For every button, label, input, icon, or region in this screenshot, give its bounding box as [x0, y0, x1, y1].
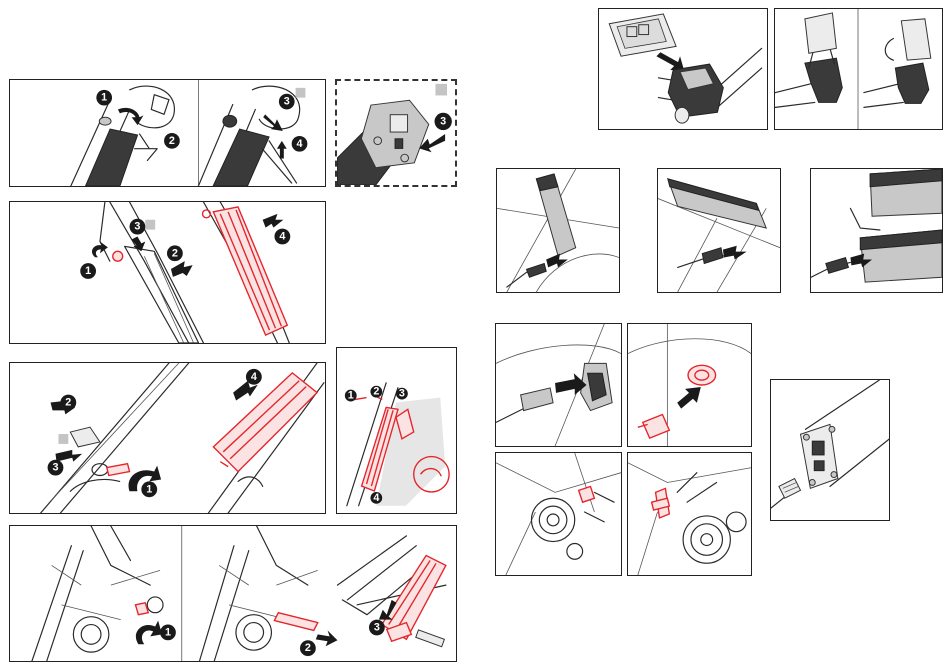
grey-marker	[435, 84, 447, 96]
step-badge-4: 4	[274, 229, 290, 245]
arrow-icon	[546, 254, 568, 268]
step-badge-3: 3	[369, 620, 385, 636]
step-badge-3: 3	[396, 388, 408, 400]
panel-motor-charge-port-b	[627, 452, 752, 576]
step-badge-2: 2	[370, 386, 382, 398]
step-badge-1: 1	[96, 90, 112, 106]
motor-port-b-illustration	[628, 453, 751, 575]
charge-rack-battery-illustration	[658, 169, 780, 292]
charge-port-highlight	[579, 486, 595, 502]
svg-text:3: 3	[134, 221, 140, 233]
step-badge-4: 4	[246, 369, 262, 385]
panel-rear-battery-detail: 1 2 3 4	[336, 347, 457, 514]
arrow-icon	[677, 387, 701, 409]
panel-battery-direct-charge	[770, 379, 890, 521]
grey-marker	[296, 88, 306, 98]
integrated-battery-illustration: 2 3 1 4	[10, 363, 325, 513]
step-badge-3: 3	[48, 460, 64, 476]
svg-text:3: 3	[284, 96, 290, 108]
panel-charge-frame-battery	[496, 168, 620, 293]
plug-icon	[826, 258, 849, 274]
grey-marker	[145, 220, 155, 230]
frame-battery-illustration: 1 2 3 4	[10, 202, 325, 343]
panel-charge-dual-battery	[810, 168, 943, 293]
step-badge-2: 2	[167, 245, 183, 261]
arrow-icon	[316, 630, 338, 646]
panel-charge-socket-grey	[495, 323, 622, 447]
svg-text:2: 2	[305, 642, 311, 654]
svg-text:3: 3	[374, 621, 380, 633]
step-badge-2: 2	[164, 133, 180, 149]
rear-battery-illustration: 1 2 3 4	[337, 348, 456, 513]
plug-icon	[643, 415, 670, 439]
panel-motor-battery-removal: 1 2 3	[9, 525, 457, 662]
key-icon	[99, 117, 111, 125]
svg-text:1: 1	[348, 390, 354, 402]
display-tilt-illustration	[775, 9, 942, 129]
svg-text:1: 1	[101, 92, 107, 104]
svg-text:1: 1	[146, 483, 152, 495]
step-badge-1: 1	[160, 625, 176, 641]
svg-text:2: 2	[172, 247, 178, 259]
rotate-icon	[136, 621, 162, 645]
svg-text:1: 1	[85, 265, 91, 277]
step-badge-3: 3	[130, 219, 146, 235]
panel-mount-holder-detail: 3	[335, 79, 457, 187]
svg-text:3: 3	[399, 388, 405, 400]
battery-highlight	[274, 613, 317, 631]
svg-text:4: 4	[251, 371, 257, 383]
svg-text:4: 4	[279, 231, 285, 243]
svg-text:3: 3	[52, 462, 58, 474]
svg-text:4: 4	[297, 138, 303, 150]
panel-display-tilt	[774, 8, 943, 130]
step-badge-2: 2	[300, 640, 316, 656]
battery-removal-illustration: 1 2 3 4	[10, 80, 325, 186]
plug-icon	[779, 479, 801, 499]
motor-port-illustration	[496, 453, 621, 575]
charge-frame-battery-illustration	[497, 169, 619, 292]
svg-text:2: 2	[169, 135, 175, 147]
panel-charge-rack-battery	[657, 168, 781, 293]
step-badge-1: 1	[141, 481, 157, 497]
panel-display-holder	[598, 8, 768, 130]
step-badge-4: 4	[370, 492, 382, 504]
display-holder-illustration	[599, 9, 767, 129]
arrow-icon	[171, 261, 193, 277]
step-badge-1: 1	[80, 263, 96, 279]
step-badge-3: 3	[435, 113, 452, 130]
svg-text:4: 4	[373, 492, 379, 504]
svg-text:2: 2	[65, 396, 71, 408]
motor-battery-illustration: 1 2 3	[10, 526, 456, 661]
step-badge-4: 4	[292, 136, 308, 152]
rotate-icon	[118, 108, 144, 125]
rotate-icon	[92, 241, 108, 257]
battery-direct-charge-illustration	[771, 380, 889, 520]
svg-text:1: 1	[165, 626, 171, 638]
svg-text:3: 3	[440, 115, 446, 127]
battery-highlight	[213, 207, 287, 335]
panel-remove-battery-downtube: 1 2 3 4	[9, 79, 326, 187]
panel-integrated-battery-removal: 2 3 1 4	[9, 362, 326, 514]
step-badge-3: 3	[279, 94, 295, 110]
panel-motor-charge-port-a	[495, 452, 622, 576]
holder-detail-illustration: 3	[337, 81, 455, 185]
charge-socket-red-illustration	[628, 324, 751, 446]
charge-port-highlight	[688, 365, 716, 385]
panel-charge-socket-red	[627, 323, 752, 447]
plug-icon	[521, 388, 553, 411]
battery-highlight	[213, 373, 317, 472]
charge-dual-battery-illustration	[811, 169, 942, 292]
grey-marker	[58, 434, 68, 444]
step-badge-1: 1	[345, 390, 357, 402]
step-badge-2: 2	[60, 395, 76, 411]
charge-socket-illustration	[496, 324, 621, 446]
arrow-icon	[263, 214, 284, 228]
panel-frame-battery-removal: 1 2 3 4	[9, 201, 326, 344]
svg-text:2: 2	[373, 386, 379, 398]
plug-icon	[702, 248, 723, 264]
arrow-icon	[656, 52, 684, 70]
plug-icon	[527, 263, 547, 277]
